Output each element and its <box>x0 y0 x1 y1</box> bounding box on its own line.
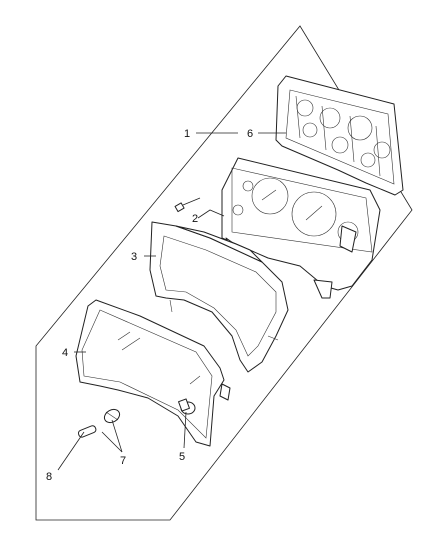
part-6-circuit-housing <box>275 75 404 196</box>
callout-3: 3 <box>131 251 137 263</box>
callout-6: 6 <box>247 128 253 140</box>
callout-5: 5 <box>179 451 185 463</box>
part-8-bulb <box>77 425 97 438</box>
callout-4: 4 <box>62 347 68 359</box>
leader-lines <box>57 132 286 471</box>
callout-2: 2 <box>192 213 198 225</box>
part-4-lens <box>75 299 231 447</box>
part-1-instrument-cluster <box>221 157 381 299</box>
callout-7: 7 <box>120 455 126 467</box>
part-3-bezel-frame <box>149 221 289 373</box>
part-7-socket <box>103 408 121 424</box>
part-2-screw <box>174 197 201 213</box>
callout-1: 1 <box>184 128 190 140</box>
part-5-bulb-socket <box>178 398 196 415</box>
callout-8: 8 <box>46 471 52 483</box>
